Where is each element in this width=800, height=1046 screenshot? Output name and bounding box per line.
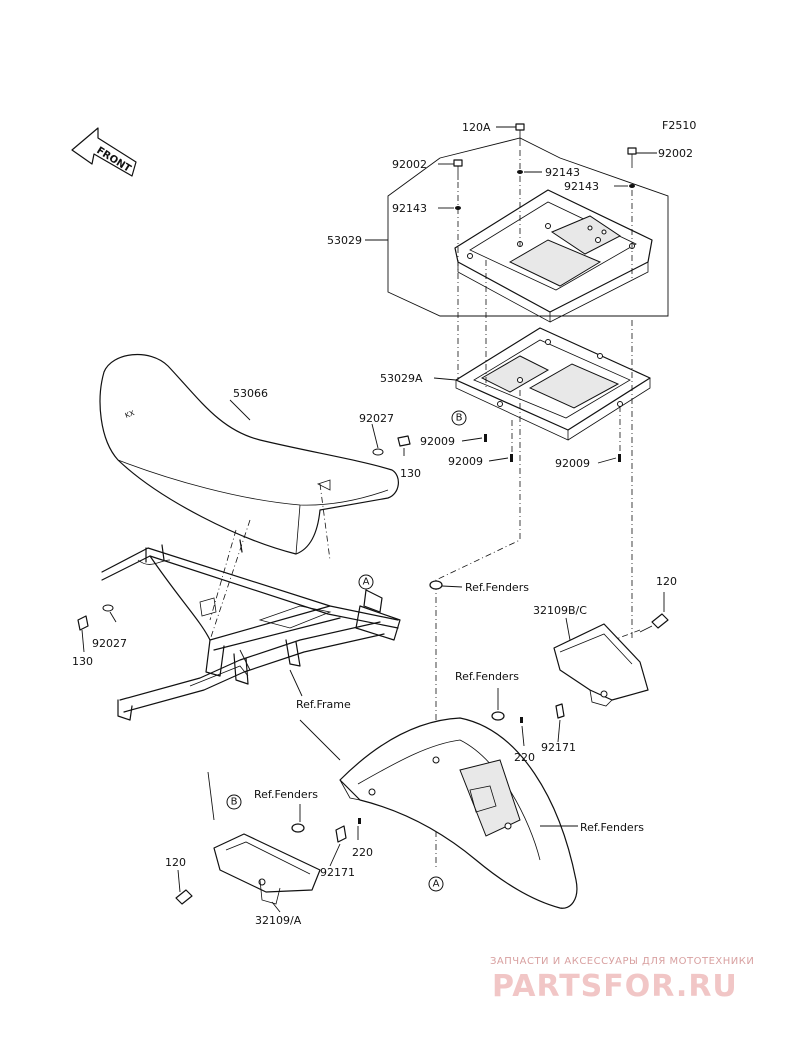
bolt-120-right [639,613,669,633]
label-220-left: 220 [352,846,373,859]
label-130-top: 130 [400,467,421,480]
label-ref-fenders-1: Ref.Fenders [465,581,529,594]
callout-B-top: B [451,410,467,426]
bolt-120A [515,123,525,146]
grab-bar-32109BC [553,623,649,707]
rear-fender [339,717,578,909]
bolt-130-left [77,615,89,631]
callout-A-right: A [358,574,374,590]
callout-A-bottom: A [428,876,444,892]
bolt-130-top [397,435,411,447]
label-92171-left: 92171 [320,866,355,879]
label-32109BC: 32109B/C [533,604,587,617]
callout-B-left: B [226,794,242,810]
bolt-92002-right [627,147,637,168]
label-ref-fenders-3: Ref.Fenders [580,821,644,834]
label-92171-right: 92171 [541,741,576,754]
label-130-left: 130 [72,655,93,668]
label-53066: 53066 [233,387,268,400]
rear-frame [101,539,401,721]
label-120-right: 120 [656,575,677,588]
label-92009-a: 92009 [420,435,455,448]
bolt-92002-left [453,159,463,180]
label-53029: 53029 [327,234,362,247]
grab-bar-32109A [213,833,321,905]
label-53029A: 53029A [380,372,423,385]
carrier-plate-53029A [455,327,651,441]
label-ref-fenders-2: Ref.Fenders [455,670,519,683]
carrier-plate-53029 [454,189,653,323]
label-220-right: 220 [514,751,535,764]
svg-text:B: B [456,413,463,424]
label-92143-a: 92143 [545,166,580,179]
label-ref-fenders-4: Ref.Fenders [254,788,318,801]
label-92009-b: 92009 [448,455,483,468]
label-92143-c: 92143 [392,202,427,215]
bolt-120-left [175,889,193,905]
label-32109A: 32109/A [255,914,302,927]
figure-code: F2510 [662,119,696,132]
watermark-logo: PARTSFOR.RU [492,969,738,1004]
svg-text:B: B [231,797,238,808]
label-92002-right: 92002 [658,147,693,160]
watermark-tagline: ЗАПЧАСТИ И АКСЕССУАРЫ ДЛЯ МОТОТЕХНИКИ [490,956,754,967]
label-ref-frame: Ref.Frame [296,698,351,711]
svg-text:KX: KX [124,409,136,420]
label-120A: 120A [462,121,491,134]
seat-53066: KX [99,353,399,555]
svg-text:A: A [433,879,440,890]
front-arrow-icon: FRONT [71,127,137,177]
svg-text:A: A [363,577,370,588]
label-92027-top: 92027 [359,412,394,425]
label-92002-left: 92002 [392,158,427,171]
label-120-left: 120 [165,856,186,869]
label-92009-c: 92009 [555,457,590,470]
label-92027-left: 92027 [92,637,127,650]
label-92143-b: 92143 [564,180,599,193]
